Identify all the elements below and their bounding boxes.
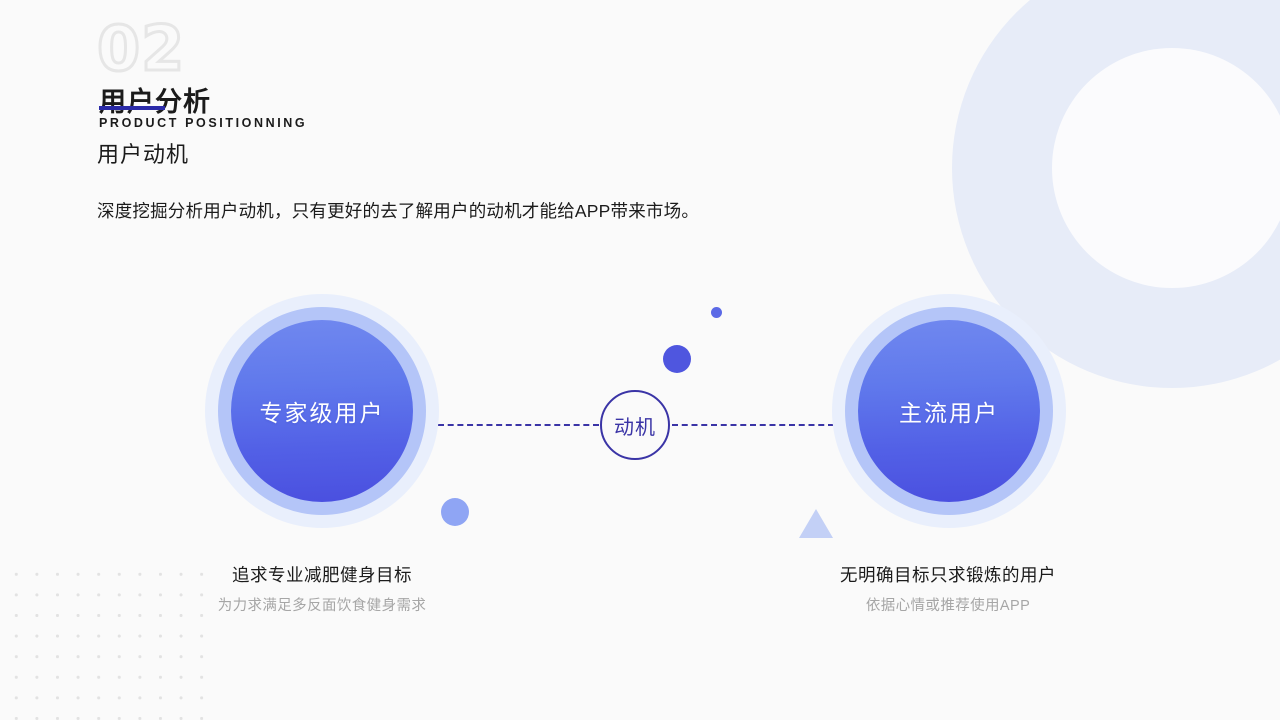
caption-mainstream-user: 无明确目标只求锻炼的用户 依据心情或推荐使用APP — [808, 562, 1088, 619]
triangle-icon — [799, 509, 833, 538]
page-subtitle: PRODUCT POSITIONNING — [99, 116, 308, 130]
caption-main: 无明确目标只求锻炼的用户 — [840, 565, 1056, 585]
connector-line-right — [672, 424, 834, 426]
blue-dot-icon — [663, 345, 691, 373]
caption-main: 追求专业减肥健身目标 — [232, 565, 412, 585]
section-heading: 用户动机 — [97, 142, 190, 167]
bubble-core: 主流用户 — [858, 320, 1040, 502]
tiny-dot-icon — [711, 307, 722, 318]
node-expert-user[interactable]: 专家级用户 — [205, 294, 439, 528]
dot-grid-decoration-icon — [0, 558, 205, 720]
title-underline — [99, 106, 165, 110]
caption-sub: 为力求满足多反面饮食健身需求 — [217, 598, 427, 614]
node-motivation[interactable]: 动机 — [600, 390, 670, 460]
section-body-text: 深度挖掘分析用户动机，只有更好的去了解用户的动机才能给APP带来市场。 — [97, 201, 700, 221]
ring-decoration-hole-icon — [1052, 48, 1280, 288]
page-title: 用户分析 — [99, 87, 211, 117]
caption-sub: 依据心情或推荐使用APP — [865, 598, 1031, 614]
connector-line-left — [438, 424, 599, 426]
light-blue-dot-icon — [441, 498, 469, 526]
node-label-motivation: 动机 — [614, 416, 656, 439]
section-number: 02 — [95, 12, 186, 85]
caption-expert-user: 追求专业减肥健身目标 为力求满足多反面饮食健身需求 — [182, 562, 462, 619]
bubble-core: 专家级用户 — [231, 320, 413, 502]
node-label-mainstream: 主流用户 — [899, 400, 999, 426]
node-label-expert: 专家级用户 — [259, 400, 385, 426]
node-mainstream-user[interactable]: 主流用户 — [832, 294, 1066, 528]
